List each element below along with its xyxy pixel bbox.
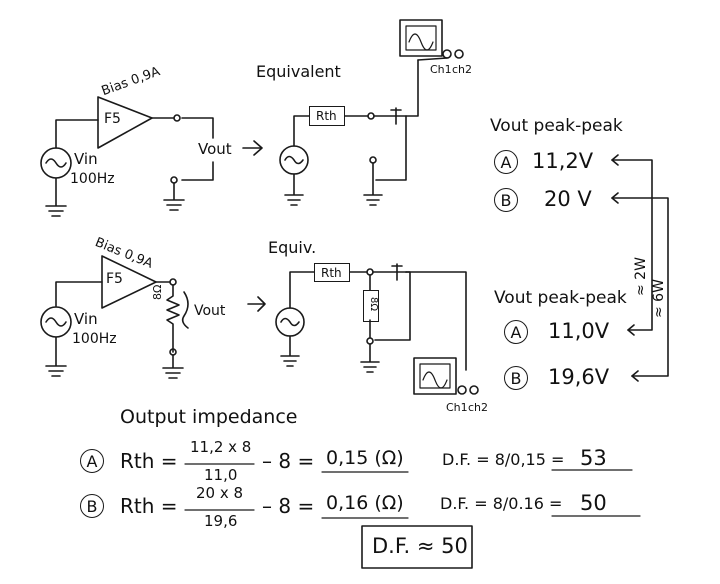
results-bottom-heading: Vout peak-peak (494, 288, 627, 308)
summary-box (361, 525, 473, 569)
impedance-b-result: 0,16 (Ω) (326, 492, 404, 514)
results-top-a-value: 11,2V (532, 149, 594, 173)
impedance-a-denominator: 11,0 (204, 466, 238, 484)
impedance-heading: Output impedance (120, 406, 298, 428)
bottom-source-label: Vin (74, 310, 98, 328)
bottom-amp-circuit (40, 255, 266, 379)
bottom-amp-label: F5 (106, 271, 123, 287)
bottom-load-label: 8Ω (151, 284, 164, 300)
bottom-source-freq: 100Hz (72, 331, 117, 347)
top-amp-circuit (40, 96, 263, 217)
top-amp-triangle (97, 96, 153, 149)
impedance-b-df-value: 50 (580, 491, 607, 515)
results-top-b-marker: B (494, 188, 518, 212)
results-top-a-marker: A (494, 150, 518, 174)
results-top-b-value: 20 V (544, 187, 592, 211)
top-source-ground (45, 177, 67, 217)
top-source-freq: 100Hz (70, 171, 115, 187)
df-summary: D.F. ≈ 50 (372, 534, 468, 558)
power-label-a: ≈ 2W (633, 257, 649, 296)
bottom-scope-ch2: ch2 (468, 401, 489, 414)
impedance-a-lhs: Rth = (120, 449, 178, 473)
impedance-b-denominator: 19,6 (204, 512, 238, 530)
impedance-a-df-value: 53 (580, 446, 607, 470)
equation-decorations (184, 463, 641, 569)
bottom-load-equiv-label: 8Ω (368, 297, 379, 312)
impedance-b-minus: – 8 = (262, 494, 315, 518)
results-bottom-b-value: 19,6V (548, 365, 610, 389)
impedance-a-result: 0,15 (Ω) (326, 447, 404, 469)
bottom-load-equiv-resistor: 8Ω (363, 290, 379, 322)
power-label-b: ≈ 6W (651, 279, 667, 318)
bottom-equivalent-circuit (275, 263, 479, 395)
top-scope-ch1: Ch1 (430, 63, 452, 76)
impedance-b-numerator: 20 x 8 (196, 484, 244, 502)
top-source-label: Vin (74, 150, 98, 168)
top-equivalent-circuit (279, 19, 464, 206)
bottom-scope-ch1: Ch1 (446, 401, 468, 414)
top-arrow (242, 140, 263, 156)
results-bottom-a-value: 11,0V (548, 319, 610, 343)
impedance-b-lhs: Rth = (120, 494, 178, 518)
top-equivalent-title: Equivalent (256, 62, 341, 81)
bottom-rth-resistor: Rth (314, 263, 350, 282)
bottom-vout-label: Vout (194, 303, 226, 319)
top-vout-label: Vout (198, 140, 232, 158)
power-bracket-arrows (611, 154, 669, 382)
top-scope-ch2: ch2 (452, 63, 473, 76)
top-amp-label: F5 (104, 111, 121, 127)
results-bottom-a-marker: A (504, 320, 528, 344)
impedance-b-df-label: D.F. = 8/0.16 = (440, 494, 563, 513)
top-rth-resistor: Rth (309, 106, 345, 126)
bottom-equiv-title: Equiv. (268, 238, 317, 257)
impedance-b-marker: B (80, 494, 104, 518)
impedance-a-minus: – 8 = (262, 449, 315, 473)
impedance-a-marker: A (80, 449, 104, 473)
results-top-heading: Vout peak-peak (490, 116, 623, 136)
top-rth-label: Rth (316, 109, 337, 123)
impedance-a-df-label: D.F. = 8/0,15 = (442, 450, 565, 469)
bottom-rth-label: Rth (321, 266, 342, 280)
results-bottom-b-marker: B (504, 366, 528, 390)
impedance-a-numerator: 11,2 x 8 (190, 438, 252, 456)
